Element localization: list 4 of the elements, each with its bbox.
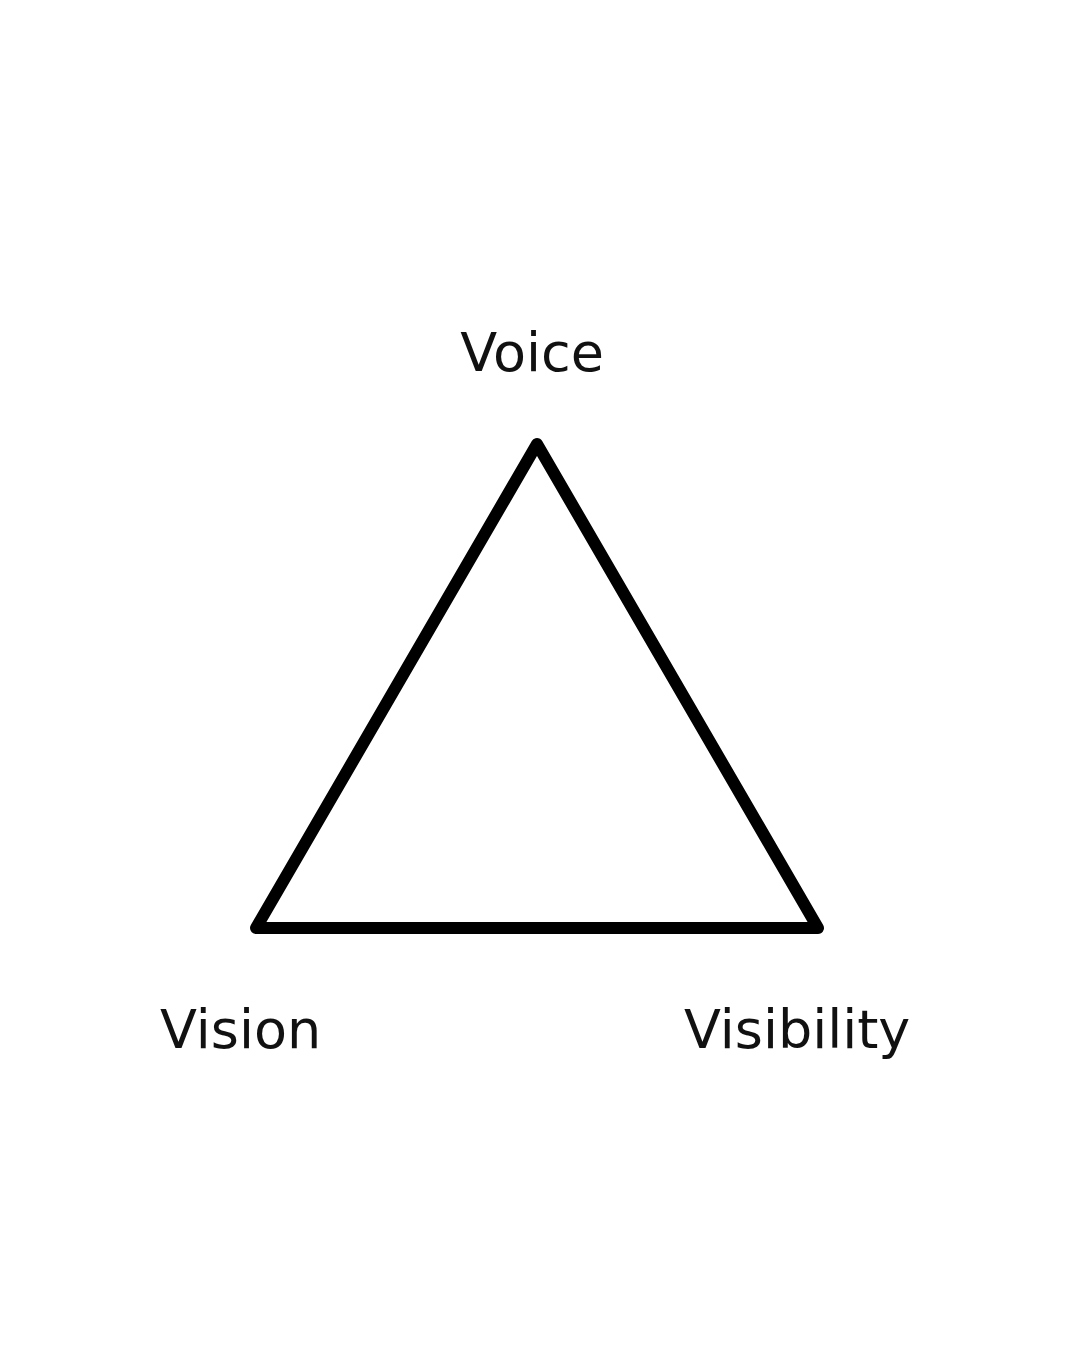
vertex-label: Voice bbox=[460, 326, 604, 380]
triangle-outline bbox=[250, 438, 824, 934]
vertex-label: Visibility bbox=[684, 1003, 911, 1057]
vertex-label: Vision bbox=[160, 1003, 322, 1057]
